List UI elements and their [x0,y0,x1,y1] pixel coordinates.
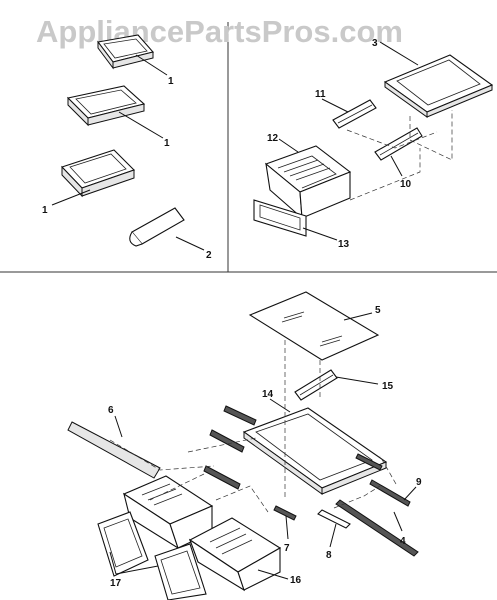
crisper-drawer[interactable] [264,145,352,220]
callout-13: 13 [338,239,350,250]
bottom-dashes [109,340,397,513]
slide-clip-f[interactable] [273,505,297,521]
callout-11: 11 [315,89,326,100]
top-left-leaders [51,54,205,251]
callout-4: 4 [400,536,406,547]
slide-clip-d[interactable] [355,453,383,471]
shelf-middle[interactable] [66,85,146,127]
callout-15: 15 [382,381,394,392]
callout-1c: 1 [42,205,48,216]
callout-8: 8 [326,550,332,561]
bin-front-right[interactable] [154,543,207,600]
slide-clip-a[interactable] [223,405,257,426]
shelf-slide-rail[interactable] [294,369,338,401]
side-rail-left[interactable] [67,421,161,479]
shelf-top[interactable] [97,34,155,70]
callout-12: 12 [267,133,279,144]
top-right-leaders [278,41,419,241]
callout-6: 6 [108,405,114,416]
crisper-bin-right[interactable] [188,517,282,592]
crisper-drawer-front[interactable] [253,199,307,237]
slide-clip-e[interactable] [369,479,411,507]
callout-labels: 1 1 1 2 3 11 12 10 13 5 15 14 6 9 7 8 4 … [42,38,422,589]
drawer-slide-upper[interactable] [332,99,377,129]
drawer-slide-lower[interactable] [374,127,423,161]
bottom-leaders [109,312,417,580]
rail-support-bar[interactable] [317,509,351,529]
panel-frames [0,22,497,273]
callout-1a: 1 [168,76,174,87]
watermark: AppliancePartsPros.com [36,14,403,49]
slide-clip-b[interactable] [209,429,245,453]
bin-front-left[interactable] [97,511,149,577]
callout-3: 3 [372,38,378,49]
top-right-dashes [346,110,453,201]
front-trim-strip[interactable] [335,499,419,557]
callout-14: 14 [262,389,274,400]
callout-7: 7 [284,543,290,554]
crisper-cover-frame[interactable] [383,54,494,118]
callout-5: 5 [375,305,381,316]
callout-10: 10 [400,179,412,190]
callout-2: 2 [206,250,212,261]
callout-1b: 1 [164,138,170,149]
callout-9: 9 [416,477,422,488]
crisper-bin-left[interactable] [122,475,214,550]
crisper-frame[interactable] [242,407,388,495]
shelf-trim-piece[interactable] [129,207,185,247]
shelf-lower[interactable] [61,149,136,198]
callout-17: 17 [110,578,122,589]
slide-clip-c[interactable] [203,465,241,490]
glass-shelf-insert[interactable] [248,291,380,361]
callout-16: 16 [290,575,302,586]
